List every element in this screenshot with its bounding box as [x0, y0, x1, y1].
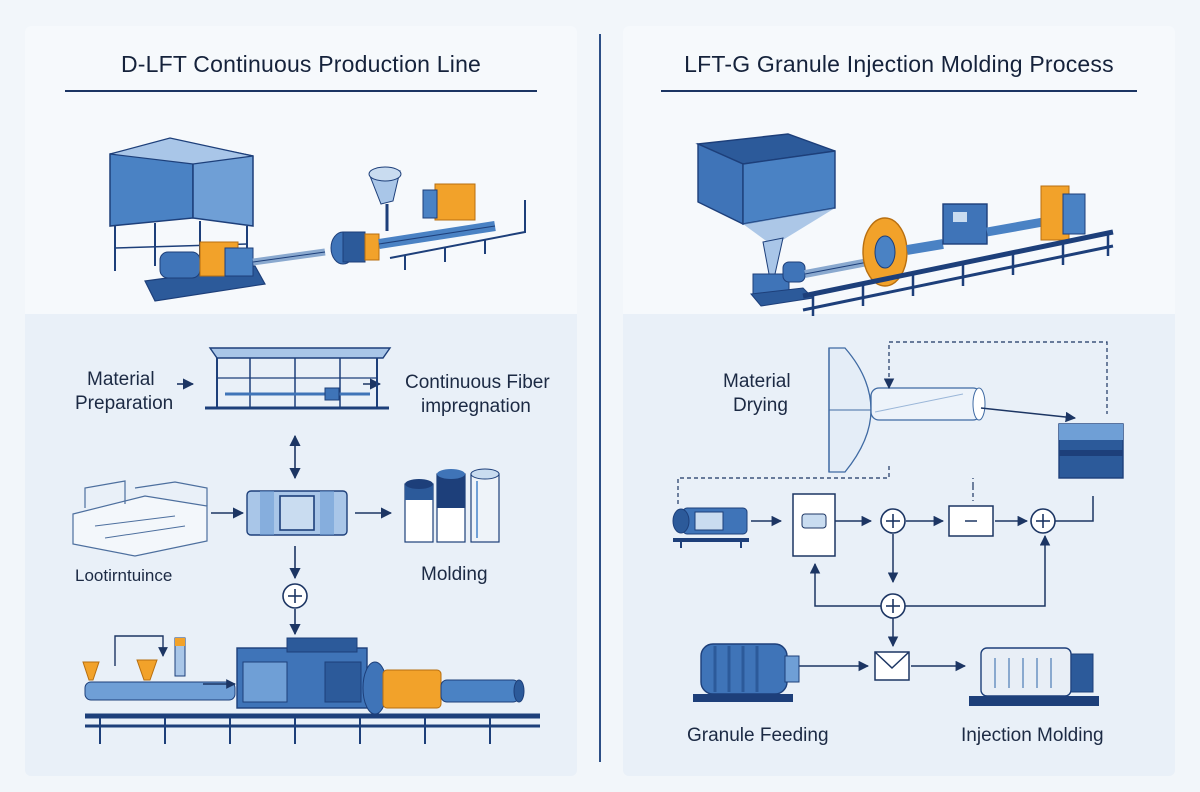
d-lft-line-illustration [109, 137, 526, 302]
d-lft-diagram [72, 137, 540, 744]
dryer-icon [828, 347, 986, 473]
d-lft-flow-arrows [177, 378, 393, 636]
lft-g-title: LFT-G Granule Injection Molding Process [684, 51, 1114, 77]
lootirntuince-label: Lootirntuince [75, 566, 173, 585]
outline-machine-icon [72, 480, 208, 557]
monitor-box-icon [948, 505, 994, 537]
dashed-feedback-lines [677, 341, 1108, 504]
compact-machine-icon [672, 507, 749, 548]
junction-plus-icon-3 [880, 593, 906, 619]
material-preparation-label: Material Preparation [75, 369, 174, 414]
granule-bin-icon [1058, 423, 1124, 479]
mold-envelope-icon [874, 651, 910, 681]
drive-unit [144, 241, 326, 302]
impregnation-frame-icon [205, 347, 392, 410]
d-lft-title: D-LFT Continuous Production Line [120, 51, 482, 77]
molded-cylinders-icon [404, 468, 500, 543]
machine-bed-icon [802, 229, 1114, 316]
molding-label: Molding [421, 564, 488, 585]
lft-g-title-underline [661, 90, 1137, 92]
process-box-icon [792, 493, 836, 557]
lft-g-line-illustration [695, 133, 1114, 316]
central-roller-icon [246, 490, 348, 536]
lft-g-diagram [672, 133, 1124, 706]
injection-molding-label: Injection Molding [961, 725, 1104, 746]
injection-unit-icon [782, 185, 1086, 287]
twin-silo-hoppers [109, 137, 254, 271]
lft-g-panel: LFT-G Granule Injection Molding Process [623, 26, 1175, 776]
injection-molding-machine-icon [969, 647, 1099, 706]
junction-plus-icon [282, 583, 308, 609]
junction-plus-icon-1 [880, 508, 906, 534]
material-drying-label: Material Drying [723, 371, 791, 416]
granule-feeding-label: Granule Feeding [687, 725, 829, 746]
fiber-impregnation-label: Continuous Fiber impregnation [405, 372, 550, 417]
center-divider [599, 34, 601, 762]
electric-motor-icon [693, 643, 800, 702]
feed-hopper-icon [695, 133, 836, 307]
junction-plus-icon-2 [1030, 508, 1056, 534]
lft-g-flow-arrows [751, 378, 1094, 672]
d-lft-panel: D-LFT Continuous Production Line [25, 26, 577, 776]
bottom-extrusion-line-icon [82, 635, 540, 744]
d-lft-title-underline [65, 90, 537, 92]
extruder-unit [330, 166, 526, 270]
